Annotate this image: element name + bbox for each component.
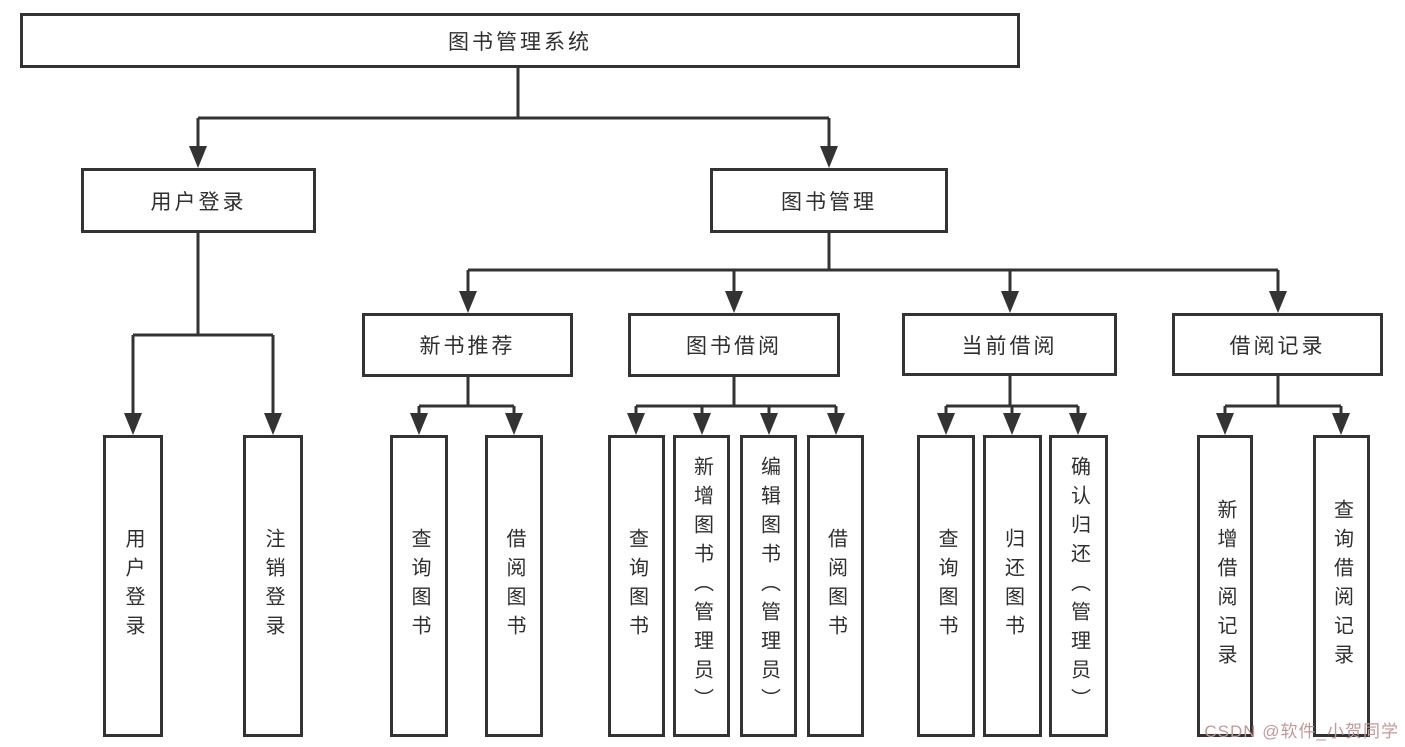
leaf-records-add-label: 新增借阅记录 <box>1214 499 1236 673</box>
leaf-borrow-borrow: 借阅图书 <box>807 435 864 737</box>
node-current-borrow: 当前借阅 <box>902 313 1117 376</box>
node-book-borrow-label: 图书借阅 <box>686 335 782 358</box>
node-new-books: 新书推荐 <box>362 313 573 377</box>
leaf-newbooks-query: 查询图书 <box>390 435 448 737</box>
leaf-records-query: 查询借阅记录 <box>1313 435 1370 737</box>
node-root-label: 图书管理系统 <box>448 30 592 54</box>
leaf-current-confirm: 确认归还（管理员） <box>1049 435 1108 737</box>
leaf-records-add: 新增借阅记录 <box>1197 435 1253 737</box>
node-current-borrow-label: 当前借阅 <box>961 334 1058 358</box>
leaf-current-return-label: 归还图书 <box>1001 528 1024 644</box>
node-book-mgmt-label: 图书管理 <box>781 190 877 214</box>
leaf-borrow-add: 新增图书（管理员） <box>673 435 730 737</box>
leaf-borrow-query-label: 查询图书 <box>625 528 648 644</box>
leaf-borrow-edit-label: 编辑图书（管理员） <box>757 455 780 717</box>
leaf-current-query: 查询图书 <box>917 435 975 737</box>
leaf-borrow-add-label: 新增图书（管理员） <box>690 455 713 717</box>
node-user-login: 用户登录 <box>81 168 316 233</box>
leaf-newbooks-borrow-label: 借阅图书 <box>503 528 525 644</box>
leaf-user-login: 用户登录 <box>103 435 163 737</box>
node-borrow-records: 借阅记录 <box>1172 313 1383 376</box>
leaf-newbooks-query-label: 查询图书 <box>408 528 430 644</box>
leaf-newbooks-borrow: 借阅图书 <box>485 435 543 737</box>
node-book-mgmt: 图书管理 <box>710 168 948 233</box>
leaf-current-confirm-label: 确认归还（管理员） <box>1067 455 1090 717</box>
leaf-borrow-query: 查询图书 <box>608 435 665 737</box>
node-new-books-label: 新书推荐 <box>419 335 516 358</box>
leaf-borrow-borrow-label: 借阅图书 <box>824 528 847 644</box>
leaf-current-query-label: 查询图书 <box>935 528 957 644</box>
node-borrow-records-label: 借阅记录 <box>1229 334 1326 358</box>
leaf-borrow-edit: 编辑图书（管理员） <box>740 435 797 737</box>
leaf-logout-label: 注销登录 <box>262 528 284 644</box>
leaf-user-login-label: 用户登录 <box>122 528 144 644</box>
watermark: CSDN @软件_小贺同学 <box>1204 722 1399 741</box>
leaf-current-return: 归还图书 <box>983 435 1042 737</box>
leaf-records-query-label: 查询借阅记录 <box>1330 499 1353 673</box>
leaf-logout: 注销登录 <box>243 435 303 737</box>
node-root: 图书管理系统 <box>20 13 1020 68</box>
node-book-borrow: 图书借阅 <box>628 313 840 377</box>
node-user-login-label: 用户登录 <box>150 190 247 214</box>
